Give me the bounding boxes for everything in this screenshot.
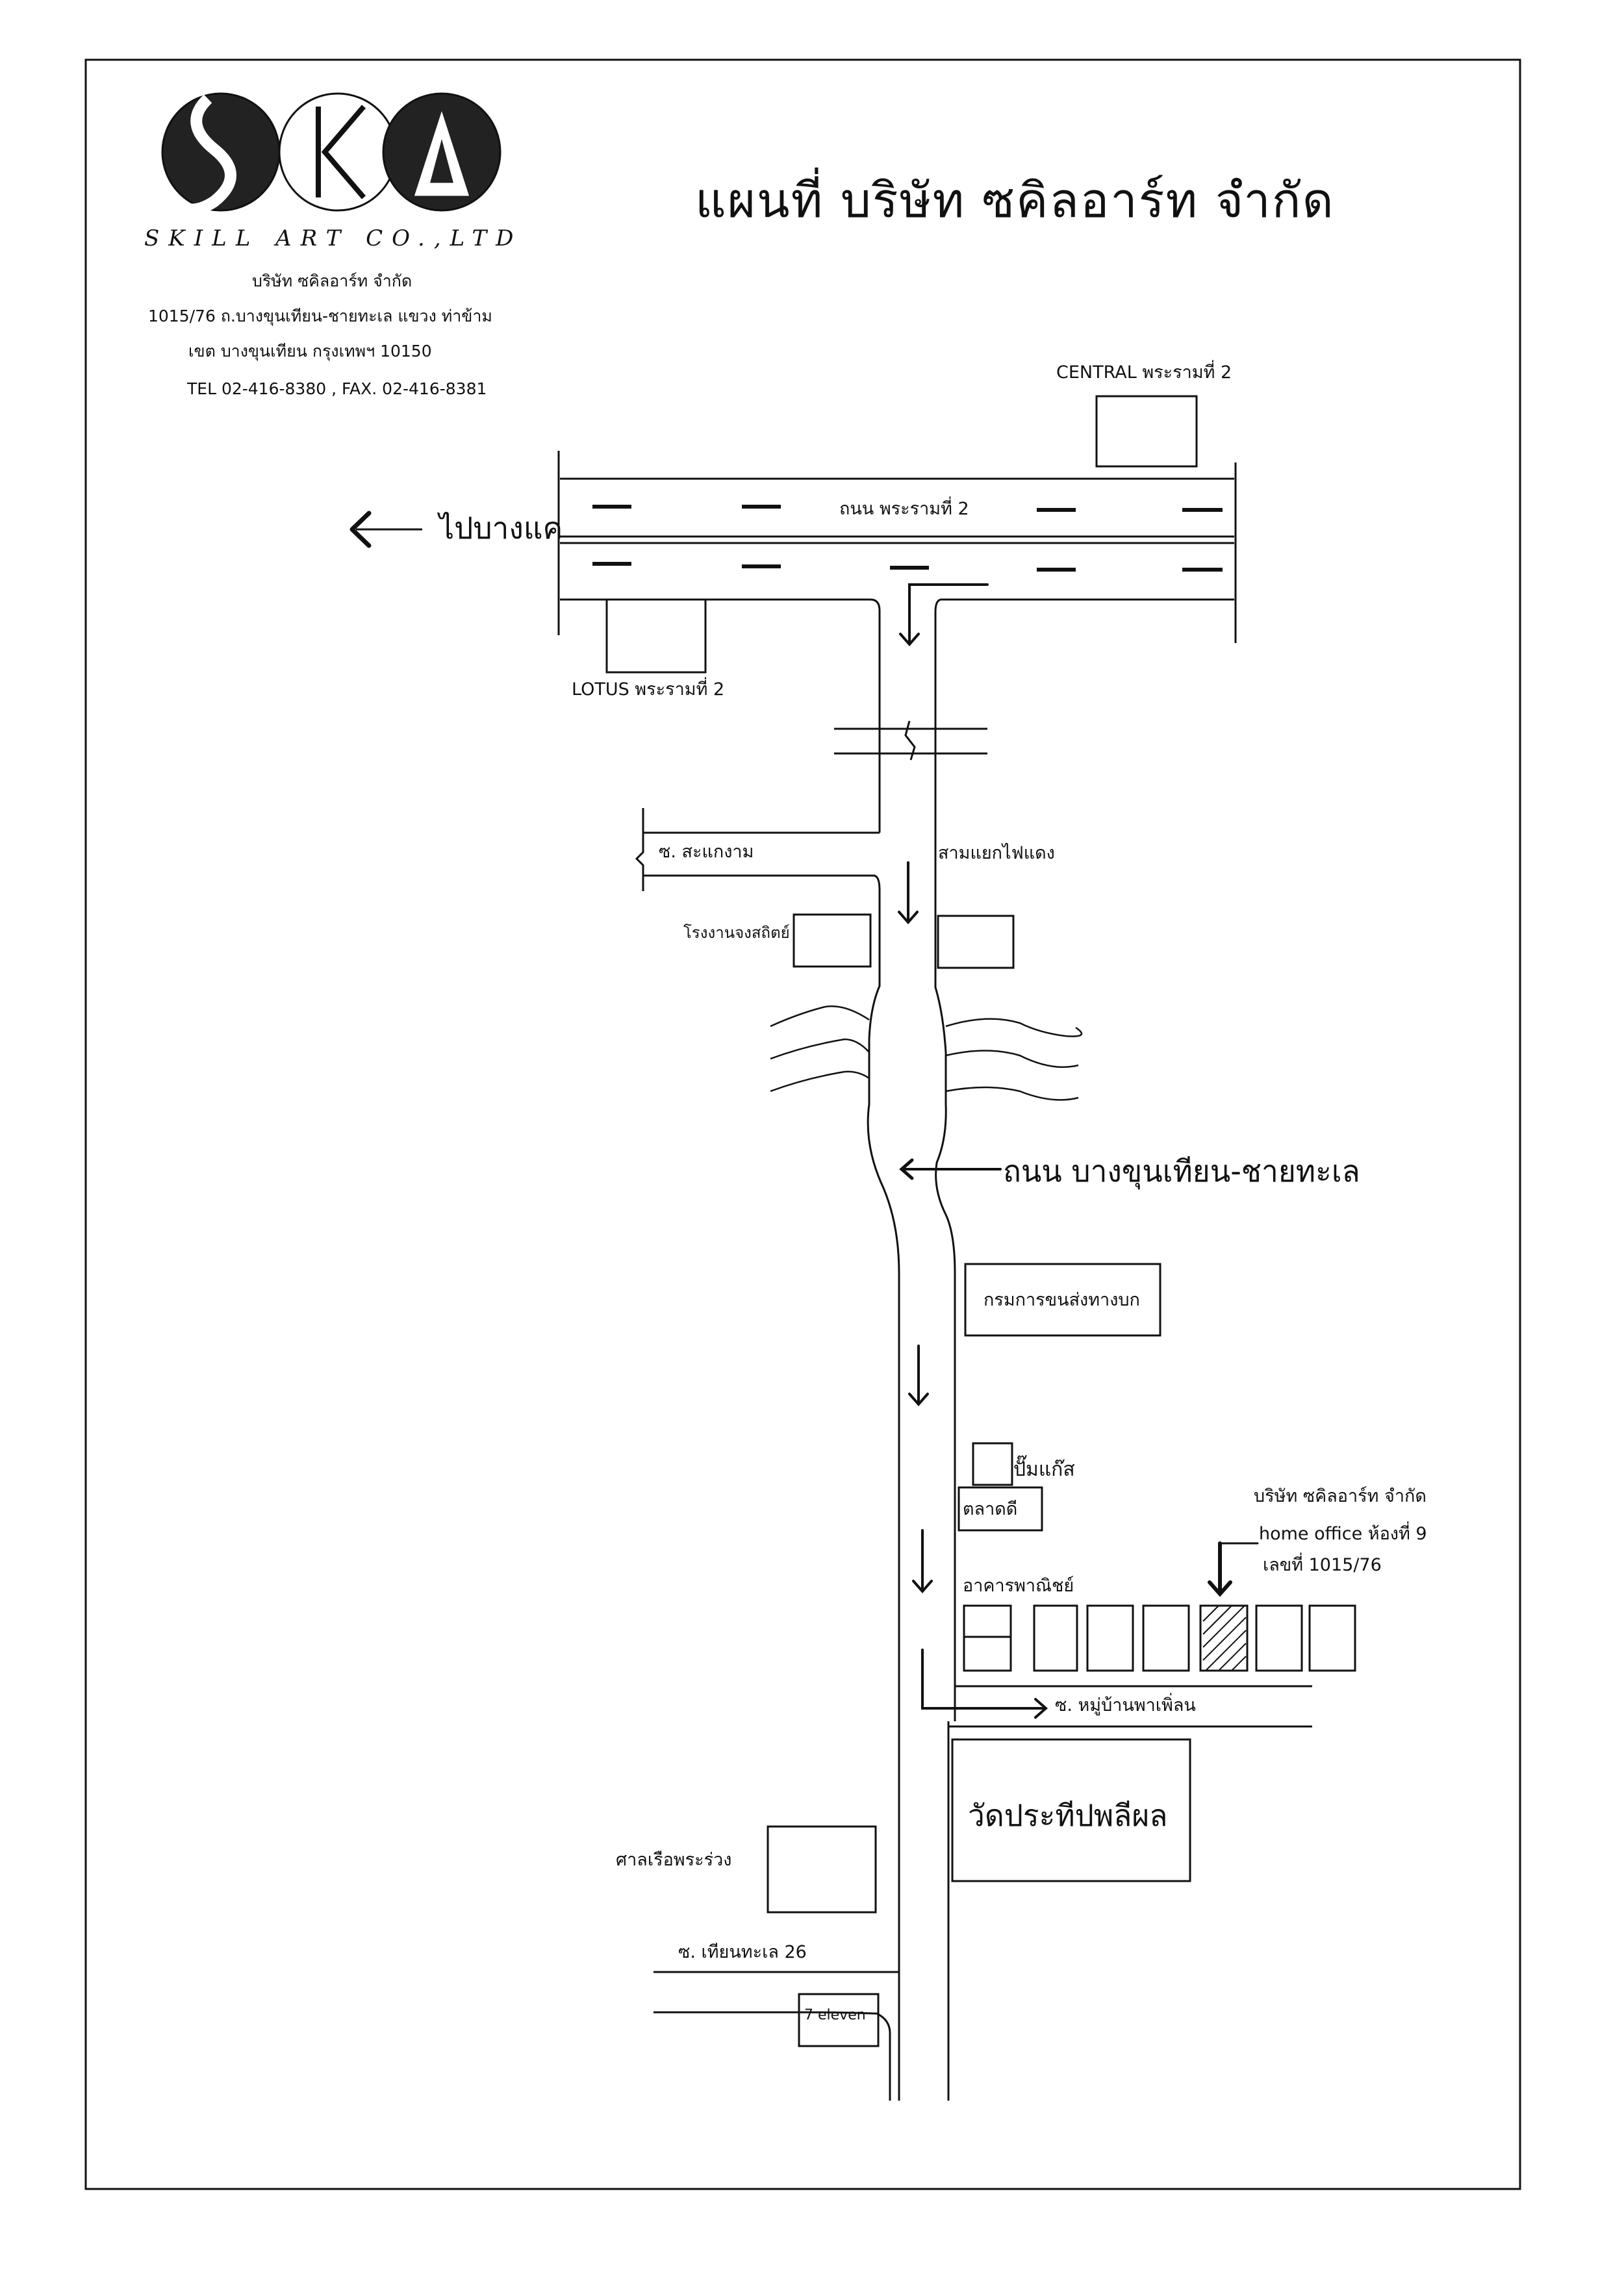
soi-paphoen-label: ซ. หมู่บ้านพาเพิ่ลน [1055, 1695, 1196, 1715]
soi-thianthale26 [653, 1971, 899, 2101]
commercial-row [954, 1572, 1356, 1682]
soi-paphoen [948, 1682, 1312, 1728]
destination-office-label: home office ห้องที่ 9 [1259, 1524, 1427, 1544]
address-line2: เขต บางขุนเทียน กรุงเทพฯ 10150 [188, 342, 432, 360]
seven-eleven-label: 7 eleven [804, 2007, 866, 2023]
intersection-label: สามแยกไฟแดง [938, 843, 1055, 863]
opposite-building [937, 915, 1015, 969]
land-transport-label: กรมการขนส่งทางบก [983, 1290, 1140, 1310]
seven-eleven-box [798, 1993, 880, 2047]
destination-office [1202, 1605, 1247, 1671]
lotus-label: LOTUS พระรามที่ 2 [572, 679, 725, 700]
commercial-label: อาคารพาณิชย์ [963, 1576, 1074, 1596]
route-arrow-2-icon [898, 861, 919, 925]
page-title: แผนที่ บริษัท ซคิลอาร์ท จำกัด [695, 173, 1335, 229]
route-arrow-3-icon [908, 1345, 929, 1407]
bangkhunthian-road-label: ถนน บางขุนเทียน-ชายทะเล [1003, 1154, 1360, 1189]
address-line1: 1015/76 ถ.บางขุนเทียน-ชายทะเล แขวง ท่าข้… [148, 307, 492, 325]
shrine-label: ศาลเรือพระร่วง [616, 1850, 732, 1870]
route-arrow-1-icon [899, 583, 989, 647]
destination-number-label: เลขที่ 1015/76 [1263, 1555, 1382, 1575]
soi-sakaengam-label: ซ. สะแกงาม [659, 842, 754, 862]
map-frame [84, 58, 1521, 2190]
temple-label: วัดประทีปพลีผล [968, 1798, 1168, 1833]
ska-logo [161, 92, 501, 216]
rama2-road-label: ถนน พระรามที่ 2 [839, 499, 969, 519]
destination-company-label: บริษัท ซคิลอาร์ท จำกัด [1254, 1486, 1427, 1506]
factory-label: โรงงานจงสถิตย์ [683, 924, 790, 942]
market-box [958, 1486, 1043, 1532]
temple-box [951, 1738, 1191, 1882]
land-transport-box [964, 1263, 1161, 1337]
phone-fax: TEL 02-416-8380 , FAX. 02-416-8381 [187, 379, 487, 398]
central-building [1095, 395, 1198, 468]
to-bangkhae-label: ไปบางแค [439, 511, 563, 546]
company-name: บริษัท ซคิลอาร์ท จำกัด [252, 272, 412, 290]
central-label: CENTRAL พระรามที่ 2 [1056, 362, 1232, 383]
factory-building [793, 913, 872, 968]
arrow-left-icon [349, 511, 422, 548]
rama2-road [557, 451, 1237, 643]
shrine-box [767, 1825, 877, 1914]
bangkhunthian-road [834, 598, 987, 2101]
pointer-arrow-icon [899, 1158, 1002, 1180]
canal [770, 1005, 1083, 1101]
route-arrow-4-icon [912, 1529, 933, 1594]
gas-station-label: ปั๊มแก๊ส [1013, 1458, 1075, 1481]
soi-thianthale26-label: ซ. เทียนทะเล 26 [678, 1942, 807, 1962]
route-arrow-5-icon [921, 1649, 1048, 1719]
logo-tagline: SKILL ART CO.,LTD [144, 225, 523, 251]
soi-sakaengam [635, 808, 880, 891]
gas-station-box [972, 1442, 1013, 1486]
destination-arrow-icon [1208, 1541, 1259, 1597]
market-label: ตลาดดี [963, 1499, 1018, 1519]
lotus-building [605, 598, 707, 674]
